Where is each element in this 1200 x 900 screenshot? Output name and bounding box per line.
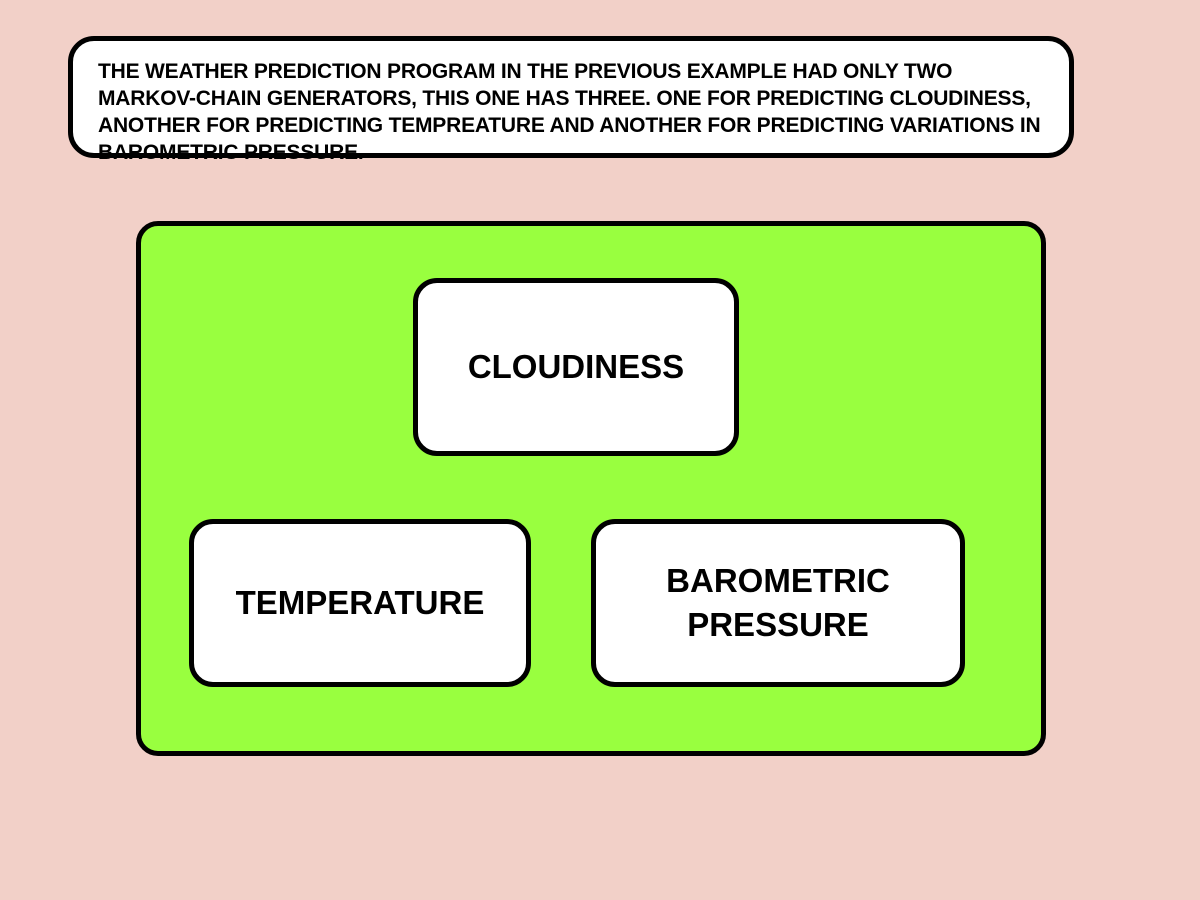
temperature-label: TEMPERATURE	[235, 584, 485, 621]
cloudiness-generator-box: CLOUDINESS	[413, 278, 739, 456]
barometric-pressure-generator-box: BAROMETRIC PRESSURE	[591, 519, 965, 687]
temperature-generator-box: TEMPERATURE	[189, 519, 531, 687]
caption-box: THE WEATHER PREDICTION PROGRAM IN THE PR…	[68, 36, 1074, 164]
caption-text: THE WEATHER PREDICTION PROGRAM IN THE PR…	[98, 60, 1041, 164]
cloudiness-label: CLOUDINESS	[467, 348, 685, 385]
barometric-pressure-label: BAROMETRIC PRESSURE	[666, 559, 890, 647]
barometric-label-line-1: BAROMETRIC	[666, 562, 890, 599]
barometric-label-line-2: PRESSURE	[687, 606, 869, 643]
